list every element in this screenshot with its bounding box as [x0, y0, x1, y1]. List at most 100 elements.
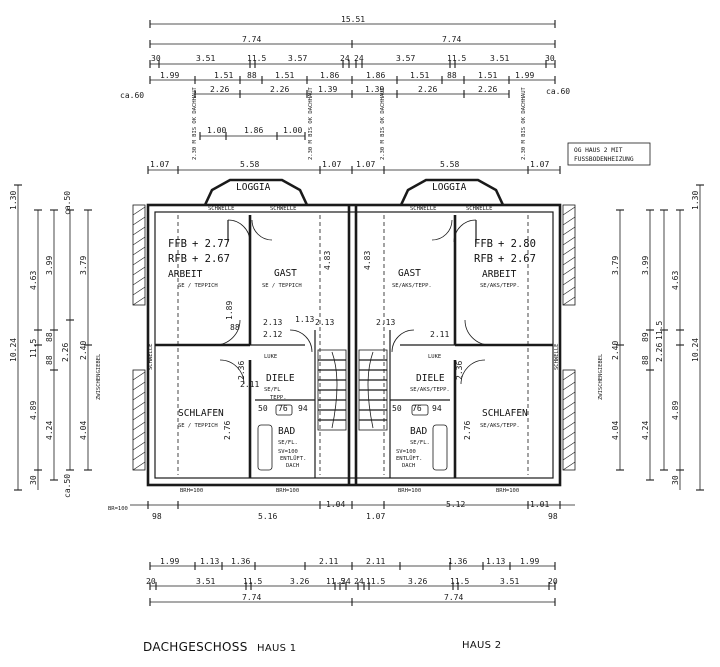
- dim-v1: 2.26: [210, 85, 229, 94]
- bs-6: 1.01: [530, 500, 549, 509]
- h1-loggia: LOGGIA: [236, 182, 271, 193]
- roof-note-4: 2.30 M BIS OK DACHHAUT: [521, 86, 527, 160]
- dim-m5: 5.58: [440, 160, 459, 169]
- caption-house2: HAUS 2: [462, 640, 501, 651]
- dim-v6: 2.26: [478, 85, 497, 94]
- bs-3: 1.04: [326, 500, 345, 509]
- zwischengiebel-right: ZWISCHENGIEBEL: [598, 353, 604, 400]
- rv-2: 3.79: [611, 256, 620, 275]
- lv-9: 2.26: [61, 343, 70, 362]
- h1-d50: 50: [258, 404, 268, 413]
- rv-11: 4.04: [611, 421, 620, 440]
- rv-9: 2.40: [611, 341, 620, 360]
- h2-d236: 2.36: [455, 361, 464, 380]
- dim-w1: 1.00: [207, 126, 226, 135]
- dim-v5: 2.26: [418, 85, 437, 94]
- h2-ffb-label: FFB: [474, 238, 493, 250]
- rv-12: 4.24: [641, 421, 650, 440]
- dim-t6: 24: [354, 54, 364, 63]
- zwischengiebel-left: ZWISCHENGIEBEL: [96, 353, 102, 400]
- bs-7: 98: [548, 512, 558, 521]
- bs-1: 98: [152, 512, 162, 521]
- h1-gast-floor: SE / TEPPICH: [262, 283, 302, 289]
- h1-room-gast: GAST: [274, 268, 297, 279]
- staircases: [317, 349, 388, 431]
- half-width-left-label: 7.74: [242, 35, 261, 44]
- dim-m2: 5.58: [240, 160, 259, 169]
- lv-6: 88: [45, 332, 54, 342]
- h1-schwelle-a: SCHWELLE: [208, 206, 235, 212]
- h2-room-bad: BAD: [410, 426, 427, 437]
- bc-8: 11.5: [366, 577, 385, 586]
- h1-room-schlafen: SCHLAFEN: [178, 408, 224, 419]
- h1-d236: 2.36: [237, 361, 246, 380]
- h1-brh-c: BR=100: [108, 506, 128, 512]
- h1-entluft: ENTLÜFT.: [280, 455, 307, 462]
- dim-m6: 1.07: [530, 160, 549, 169]
- bottom-dimension-chains: 98 5.16 1.04 1.07 5.12 1.01 98 1.99 1.13…: [130, 500, 575, 606]
- right-vertical-dimensions: 1.30 3.79 3.99 4.63 89 11.5 88 2.26 2.40…: [554, 184, 704, 491]
- h2-room-arbeit: ARBEIT: [482, 269, 517, 280]
- lv-5: 3.79: [79, 256, 88, 275]
- bc-1: 20: [146, 577, 156, 586]
- overall-width-label: 15.51: [341, 15, 365, 24]
- h1-d76: 76: [278, 404, 288, 413]
- h1-d94: 94: [298, 404, 308, 413]
- lv-14: 4.04: [79, 421, 88, 440]
- bc-10: 11.5: [450, 577, 469, 586]
- h2-gast-floor: SE/AKS/TEPP.: [392, 283, 432, 289]
- dim-u9: 1.51: [478, 71, 497, 80]
- house2-labels: LOGGIA SCHWELLE SCHWELLE FFB + 2.80 RFB …: [363, 182, 536, 494]
- h1-d189: 1.89: [225, 301, 234, 320]
- h1-d212: 2.12: [263, 330, 282, 339]
- h1-d211: 2.11: [240, 380, 259, 389]
- dim-t8: 11.5: [447, 54, 466, 63]
- rv-14: 30: [671, 475, 680, 485]
- bc-3: 11.5: [243, 577, 262, 586]
- bb-2: 1.13: [200, 557, 219, 566]
- dim-v3: 1.39: [318, 85, 337, 94]
- h2-d94: 94: [432, 404, 442, 413]
- h1-luke: LUKE: [264, 354, 277, 360]
- lv-2: ca.50: [63, 191, 72, 215]
- h1-rfb-value: + 2.67: [192, 253, 230, 265]
- lv-7: 11.5: [29, 339, 38, 358]
- dim-u3: 88: [247, 71, 257, 80]
- h1-diele-floor2: TEPP.: [270, 395, 287, 401]
- rv-10: 10.24: [691, 338, 700, 362]
- left-vertical-dimensions: 1.30 ca.50 4.63 3.99 3.79 88 11.5 88 2.2…: [9, 184, 154, 498]
- building-outline: [146, 178, 562, 487]
- dim-u5: 1.86: [320, 71, 339, 80]
- h2-luke: LUKE: [428, 354, 441, 360]
- h1-sv: SV=100: [278, 449, 298, 455]
- dim-m3: 1.07: [322, 160, 341, 169]
- lv-1: 1.30: [9, 191, 18, 210]
- schwelle-side-right: SCHWELLE: [554, 344, 560, 371]
- h2-d76: 76: [412, 404, 422, 413]
- note-line-1: OG HAUS 2 MIT: [574, 147, 623, 154]
- lv-8: 88: [45, 355, 54, 365]
- h2-brh-a: BRH=100: [398, 488, 421, 494]
- dim-u2: 1.51: [214, 71, 233, 80]
- h1-room-arbeit: ARBEIT: [168, 269, 203, 280]
- bc-4: 3.26: [290, 577, 309, 586]
- roof-windows: [132, 204, 576, 471]
- dim-t7: 3.57: [396, 54, 415, 63]
- door-swings: [214, 219, 491, 385]
- h1-brh-a: BRH=100: [180, 488, 203, 494]
- dim-w3: 1.00: [283, 126, 302, 135]
- h1-diele-floor: SE/FL: [264, 387, 281, 393]
- bc-2: 3.51: [196, 577, 215, 586]
- heating-note-box: OG HAUS 2 MIT FUSSBODENHEIZUNG: [567, 142, 651, 166]
- bath-fixtures: [257, 404, 448, 471]
- side-marker-right: ca.60: [546, 87, 570, 96]
- h1-schlafen-floor: SE / TEPPICH: [178, 423, 218, 429]
- h1-dach: DACH: [286, 463, 299, 469]
- lv-3: 4.63: [29, 271, 38, 290]
- h2-dach: DACH: [402, 463, 415, 469]
- h2-d276: 2.76: [463, 421, 472, 440]
- h2-entluft: ENTLÜFT.: [396, 455, 423, 462]
- bc-7: 24: [354, 577, 364, 586]
- h2-room-schlafen: SCHLAFEN: [482, 408, 528, 419]
